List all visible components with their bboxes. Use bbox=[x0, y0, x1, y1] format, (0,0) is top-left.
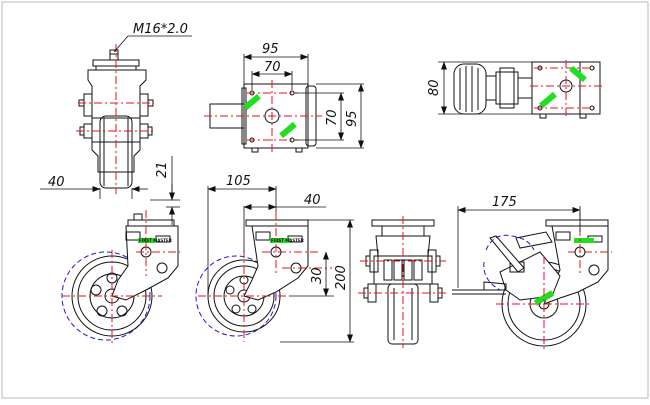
dim-stem-offset: 40 bbox=[243, 193, 326, 252]
dim-brake-plate: 80 bbox=[427, 61, 532, 115]
dim-plate-width: 95 bbox=[243, 42, 309, 84]
dim-brake-length-text: 175 bbox=[492, 195, 517, 210]
brake-top-centerlines bbox=[530, 60, 602, 118]
dim-overall-height: 200 bbox=[280, 219, 354, 343]
dim-plate-width-text: 95 bbox=[262, 42, 279, 57]
thread-callout: M16*2.0 bbox=[113, 22, 192, 53]
dim-plate-height: 95 bbox=[316, 83, 364, 149]
plate-centerlines bbox=[204, 80, 322, 154]
dim-top-offset: 21 bbox=[150, 156, 180, 225]
dim-brake-length: 175 bbox=[457, 195, 581, 288]
side-b-centerlines bbox=[198, 212, 332, 342]
dim-plate-holes-v: 70 bbox=[294, 92, 344, 141]
brake-side-view bbox=[452, 219, 609, 347]
dim-overall-height-text: 200 bbox=[334, 265, 349, 290]
side-view-a: FIRST MASTER bbox=[61, 213, 179, 341]
dim-stem-offset-text: 40 bbox=[304, 193, 321, 208]
dim-swivel-offset-text: 105 bbox=[226, 174, 251, 189]
dim-brake-plate-text: 80 bbox=[427, 79, 442, 96]
dim-side-width: 40 bbox=[40, 175, 148, 199]
dim-plate-holes-v-text: 70 bbox=[325, 109, 340, 126]
side-a-badge: FIRST MASTER bbox=[139, 238, 172, 243]
dim-wheel-to-pivot-text: 30 bbox=[310, 267, 325, 284]
side-a-centerlines bbox=[62, 210, 180, 344]
plate-view bbox=[209, 83, 317, 153]
dim-plate-holes: 70 bbox=[251, 60, 293, 90]
dim-side-width-text: 40 bbox=[48, 175, 65, 190]
dim-plate-holes-text: 70 bbox=[264, 60, 281, 75]
side-b-badge: FIRST MASTER bbox=[271, 238, 304, 243]
dim-top-offset-text: 21 bbox=[155, 161, 170, 178]
thread-label: M16*2.0 bbox=[133, 22, 188, 37]
dim-swivel-offset: 105 bbox=[207, 174, 277, 296]
front-section-centerlines bbox=[358, 216, 448, 348]
side-view-b: FIRST MASTER bbox=[195, 219, 309, 337]
sheet-frame bbox=[1, 1, 649, 399]
brake-top-badges bbox=[539, 65, 587, 109]
dim-plate-height-text: 95 bbox=[345, 110, 360, 127]
brake-side-centerlines bbox=[496, 212, 612, 350]
front-view-centerlines bbox=[76, 44, 156, 194]
dim-wheel-to-pivot: 30 bbox=[290, 251, 334, 297]
plate-badges bbox=[243, 93, 297, 139]
